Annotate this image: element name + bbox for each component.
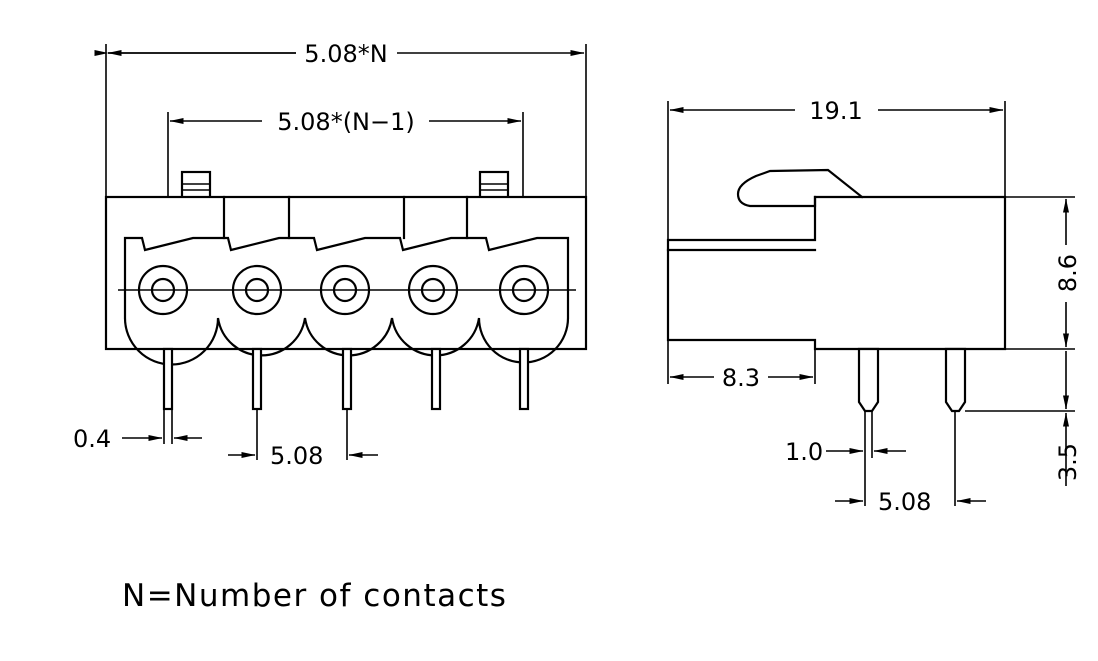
front-view: 5.08*N 5.08*(N−1)	[73, 40, 588, 470]
side-pins	[857, 347, 967, 413]
housing-front	[104, 195, 588, 351]
pin	[857, 347, 880, 413]
dim-pitch-span: 5.08*(N−1)	[167, 108, 524, 250]
latch-lever	[736, 168, 864, 208]
pin	[518, 347, 530, 411]
dim-pin-pitch: 5.08	[228, 409, 378, 470]
pin	[341, 347, 353, 411]
pin-pitch-label: 5.08	[270, 442, 323, 470]
dim-pin-length: 3.5	[965, 351, 1082, 486]
side-view: 19.1 8.6 3.5	[666, 97, 1082, 516]
front-pins	[162, 347, 530, 411]
pitch-span-label: 5.08*(N−1)	[277, 108, 415, 136]
housing-separators	[222, 195, 469, 240]
overall-width-label: 5.08*N	[304, 40, 387, 68]
dim-depth: 19.1	[667, 97, 1006, 240]
contacts-note: N=Number of contacts	[122, 578, 507, 614]
dim-overall-width: 5.08*N	[94, 40, 587, 198]
dim-pin-thickness: 0.4	[73, 409, 202, 453]
pin-spacing-label: 5.08	[878, 488, 931, 516]
depth-label: 19.1	[809, 97, 862, 125]
lower-depth-label: 8.3	[722, 364, 760, 392]
pin	[162, 347, 174, 411]
pin	[430, 347, 442, 411]
pin-thickness-label: 0.4	[73, 425, 111, 453]
dim-lower-depth: 8.3	[667, 340, 816, 392]
pin	[944, 347, 967, 413]
housing-side	[666, 195, 1007, 351]
height-label: 8.6	[1054, 254, 1082, 292]
dim-pin-width: 1.0	[785, 411, 906, 466]
pin-length-label: 3.5	[1054, 443, 1082, 481]
pin	[251, 347, 263, 411]
dim-pin-spacing: 5.08	[835, 411, 986, 516]
dim-height: 8.6	[1005, 196, 1082, 350]
pin-width-label: 1.0	[785, 438, 823, 466]
